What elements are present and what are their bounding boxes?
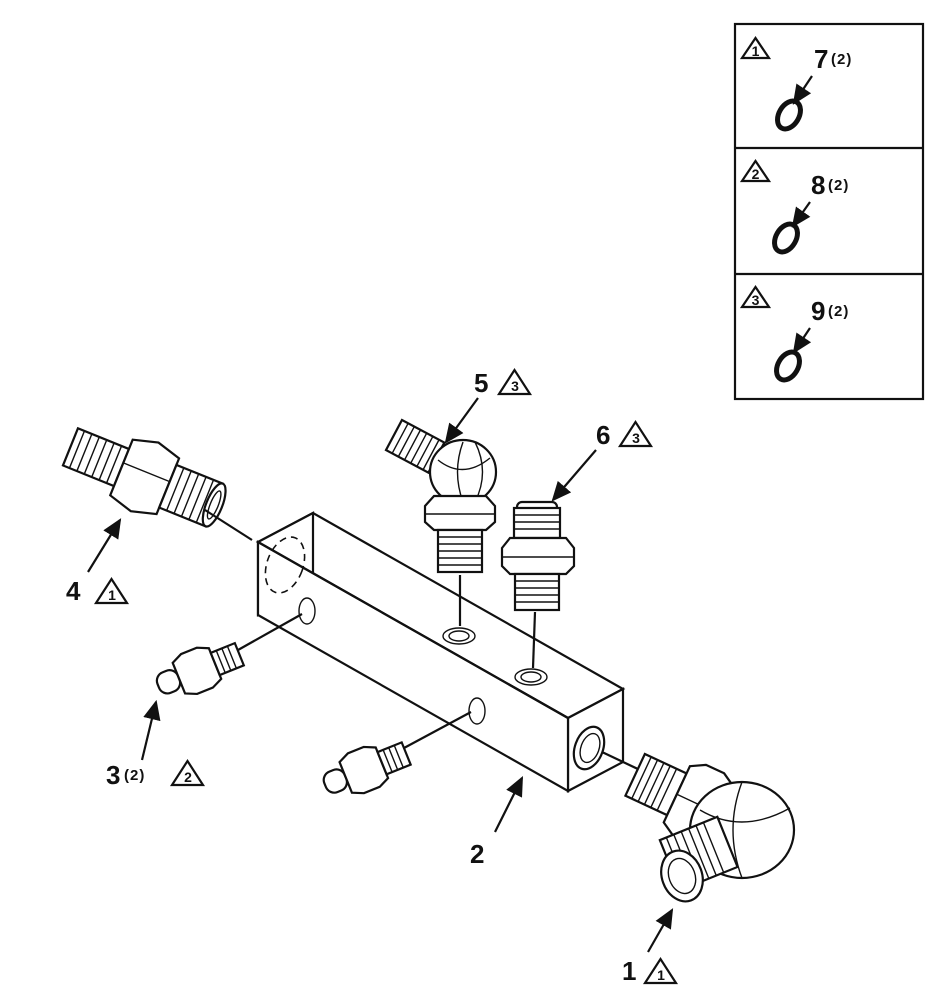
straight-adapter-fitting xyxy=(61,426,227,528)
svg-text:1: 1 xyxy=(657,967,665,983)
o-ring-icon xyxy=(775,98,803,132)
callout-item-3: 3 (2) 2 xyxy=(106,699,206,790)
assembly-line xyxy=(237,613,303,651)
callout-item-5: 5 3 xyxy=(444,367,533,444)
legend-item-number: 7 xyxy=(814,44,828,74)
note-triangle-icon: 2 xyxy=(169,758,206,787)
svg-text:3: 3 xyxy=(752,292,760,308)
top-port-icon xyxy=(442,627,476,645)
note-triangle-icon: 1 xyxy=(739,36,772,60)
note-triangle-icon: 2 xyxy=(739,159,772,183)
callout-item-6: 6 3 xyxy=(551,419,654,502)
note-triangle-icon: 3 xyxy=(617,419,654,448)
assembly-line xyxy=(204,509,253,541)
manifold-block xyxy=(255,511,626,793)
legend-item-qty: (2) xyxy=(828,303,849,320)
leader-arrow xyxy=(140,699,161,761)
leader-arrow xyxy=(551,449,597,502)
callout-item-2: 2 xyxy=(470,776,523,869)
legend-row-2: 2 8 (2) xyxy=(739,159,849,255)
note-triangle-icon: 1 xyxy=(642,956,679,985)
svg-text:2: 2 xyxy=(752,166,760,182)
o-ring-icon xyxy=(772,221,800,255)
top-port-icon xyxy=(514,668,548,686)
assembly-line xyxy=(531,611,537,669)
leader-arrow xyxy=(792,75,813,105)
note-triangle-icon: 3 xyxy=(739,285,772,309)
callout-item-1: 1 1 xyxy=(622,908,679,986)
small-adapter-fitting-lower xyxy=(322,740,413,795)
side-port-icon xyxy=(298,597,316,625)
legend-item-qty: (2) xyxy=(828,177,849,194)
svg-text:1: 1 xyxy=(622,956,636,986)
assembly-line xyxy=(403,711,472,749)
leader-arrow xyxy=(792,327,812,354)
svg-text:2: 2 xyxy=(184,769,192,785)
small-adapter-fitting-upper xyxy=(155,641,246,696)
svg-text:(2): (2) xyxy=(124,767,145,784)
side-port-icon xyxy=(468,697,486,725)
svg-text:1: 1 xyxy=(108,587,116,603)
elbow-fitting-lower xyxy=(623,752,796,903)
svg-text:3: 3 xyxy=(632,430,640,446)
svg-text:6: 6 xyxy=(596,420,610,450)
straight-connector-top xyxy=(500,500,576,612)
leader-arrow xyxy=(791,201,811,228)
leader-arrow xyxy=(87,518,122,573)
hidden-port-icon xyxy=(264,536,306,594)
elbow-fitting-top xyxy=(384,418,498,574)
svg-text:1: 1 xyxy=(752,43,760,59)
callout-item-4: 4 1 xyxy=(66,518,130,606)
svg-text:4: 4 xyxy=(66,576,81,606)
leader-arrow xyxy=(647,908,674,953)
svg-text:2: 2 xyxy=(470,839,484,869)
legend-item-qty: (2) xyxy=(831,51,852,68)
note-triangle-icon: 3 xyxy=(496,367,533,396)
note-triangle-icon: 1 xyxy=(93,576,130,605)
leader-arrow xyxy=(494,776,523,833)
assembly-line xyxy=(601,751,641,771)
legend-item-number: 9 xyxy=(811,296,825,326)
o-ring-icon xyxy=(774,349,802,383)
svg-text:3: 3 xyxy=(511,378,519,394)
legend-row-3: 3 9 (2) xyxy=(739,285,849,383)
legend-row-1: 1 7 (2) xyxy=(739,36,852,132)
svg-text:5: 5 xyxy=(474,368,488,398)
oring-legend-box: 1 7 (2) 2 8 (2) 3 9 (2) xyxy=(733,22,925,401)
svg-text:3: 3 xyxy=(106,760,120,790)
legend-item-number: 8 xyxy=(811,170,825,200)
leader-arrow xyxy=(444,397,479,444)
